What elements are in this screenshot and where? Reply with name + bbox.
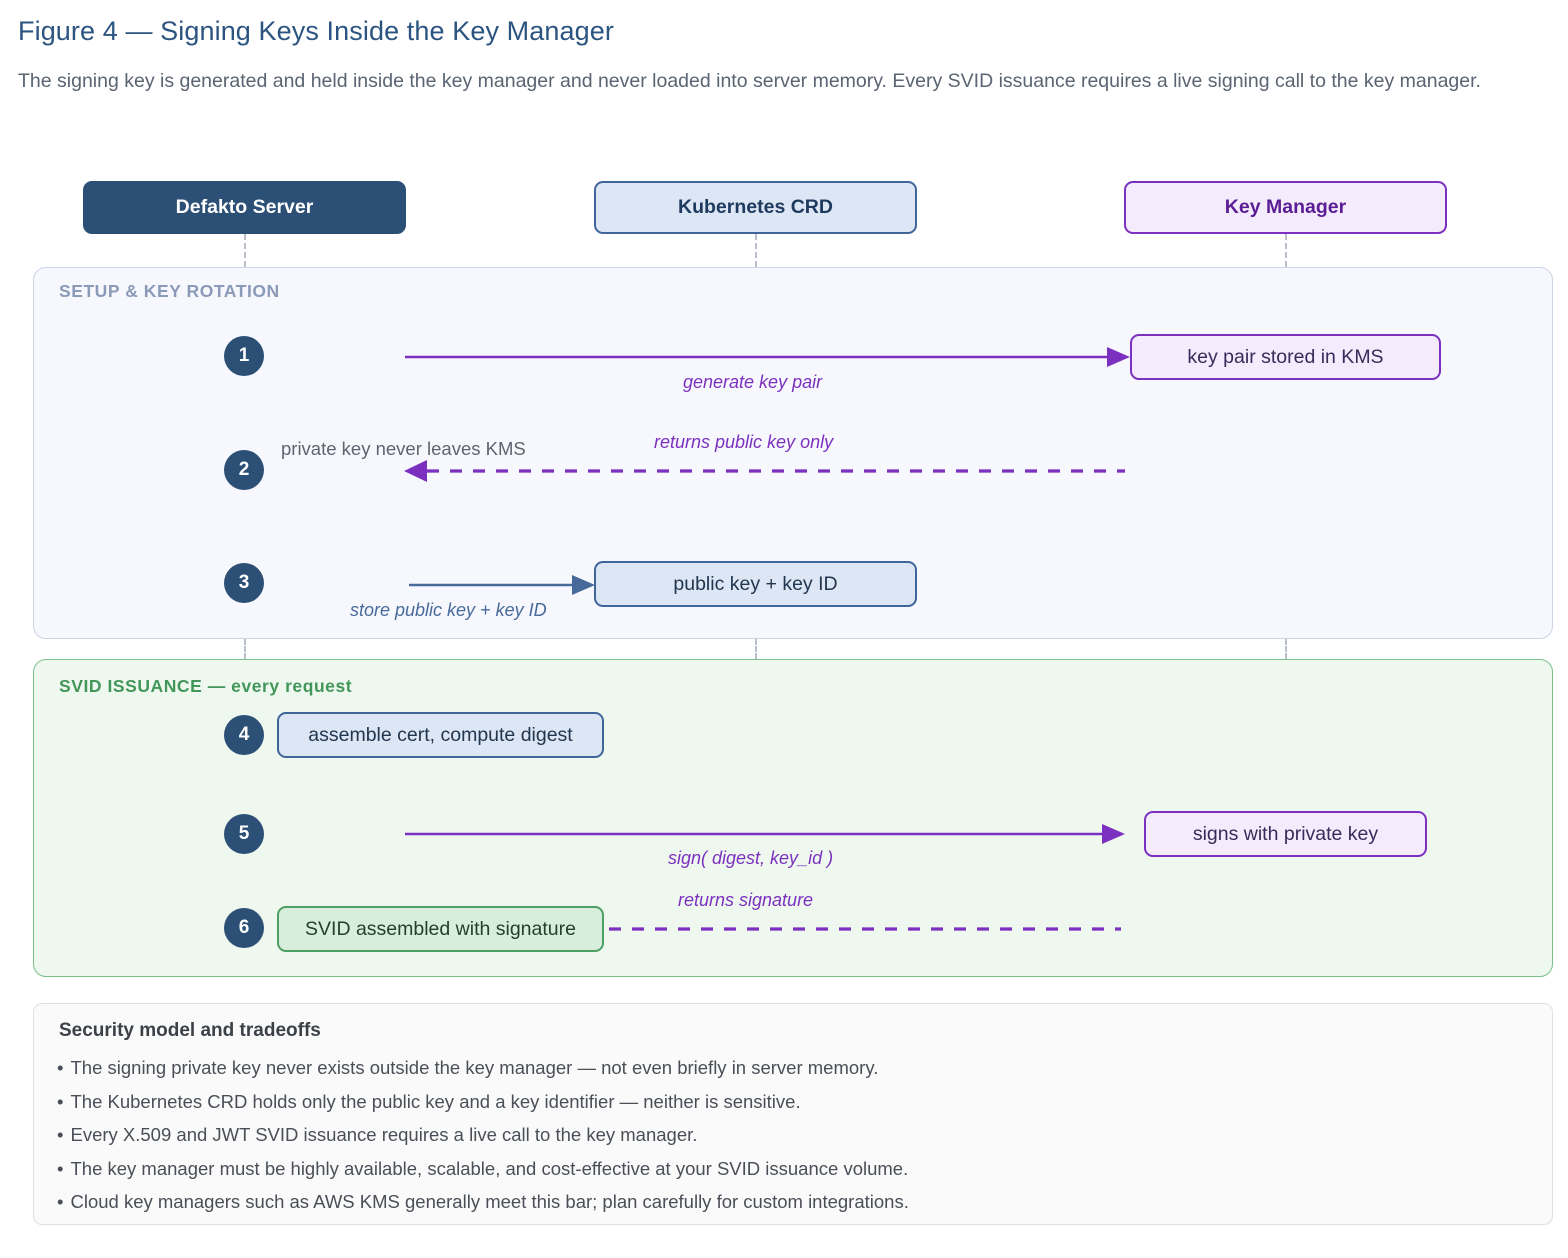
msgbox-step-1: key pair stored in KMS <box>1130 334 1441 380</box>
caption-step-5: sign( digest, key_id ) <box>668 848 834 868</box>
step-number: 6 <box>238 917 250 938</box>
bullet-icon: • <box>57 1090 64 1112</box>
step-badge-5: 5 <box>224 814 264 854</box>
step-number: 4 <box>238 724 250 745</box>
note-item: • The signing private key never exists ou… <box>57 1051 1517 1085</box>
panel-issuance-label: SVID ISSUANCE — every request <box>59 676 353 696</box>
step-badge-4: 4 <box>224 715 264 755</box>
actor-key-manager: Key Manager <box>1124 181 1447 234</box>
lifeline-crd-mid <box>755 639 757 659</box>
actor-label: Key Manager <box>1224 196 1347 218</box>
caption-step-1: generate key pair <box>683 372 823 392</box>
step-number: 2 <box>238 459 250 480</box>
arrow-step-6 <box>609 927 1121 931</box>
arrow-step-3 <box>409 575 595 595</box>
note-item: • Every X.509 and JWT SVID issuance requi… <box>57 1118 1517 1152</box>
msgbox-step-4: assemble cert, compute digest <box>277 712 604 758</box>
actor-kubernetes-crd: Kubernetes CRD <box>594 181 917 234</box>
bullet-icon: • <box>57 1124 64 1145</box>
security-note-title: Security model and tradeoffs <box>59 1020 321 1041</box>
lifeline-crd-top <box>755 234 757 267</box>
security-note-list: • The signing private key never exists ou… <box>57 1051 1517 1219</box>
actor-label: Defakto Server <box>175 196 314 218</box>
step-badge-2: 2 <box>224 450 264 490</box>
panel-setup-label: SETUP & KEY ROTATION <box>59 281 280 301</box>
bullet-icon: • <box>57 1191 64 1212</box>
arrow-step-5 <box>405 824 1125 844</box>
step-number: 3 <box>238 572 250 593</box>
security-note-box <box>33 1003 1553 1225</box>
arrow-step-1 <box>405 347 1130 367</box>
note-item-text: The Kubernetes CRD holds only the public… <box>70 1090 801 1112</box>
lifeline-kms-mid <box>1285 639 1287 659</box>
note-item: • The Kubernetes CRD holds only the publi… <box>57 1085 1517 1119</box>
sidenote-step-2: private key never leaves KMS <box>281 438 526 459</box>
msgbox-step-5: signs with private key <box>1144 811 1427 857</box>
page-title: Figure 4 — Signing Keys Inside the Key M… <box>18 16 614 46</box>
note-item-text: Every X.509 and JWT SVID issuance requir… <box>70 1124 698 1145</box>
caption-step-6: returns signature <box>678 890 814 910</box>
msgbox-step-3: public key + key ID <box>594 561 917 607</box>
lifeline-server-top <box>244 234 246 267</box>
step-badge-6: 6 <box>224 908 264 948</box>
caption-step-2: returns public key only <box>654 432 834 452</box>
step-number: 1 <box>238 345 250 366</box>
msgbox-step-6: SVID assembled with signature <box>277 906 604 952</box>
note-item-text: Cloud key managers such as AWS KMS gener… <box>70 1191 909 1212</box>
figure-caption: The signing key is generated and held in… <box>18 70 1481 92</box>
note-item-text: The signing private key never exists out… <box>70 1057 879 1078</box>
lifeline-server-mid <box>244 639 246 659</box>
step-badge-3: 3 <box>224 563 264 603</box>
bullet-icon: • <box>57 1057 64 1078</box>
actor-defakto-server: Defakto Server <box>83 181 406 234</box>
step-badge-1: 1 <box>224 336 264 376</box>
bullet-icon: • <box>57 1157 64 1179</box>
actor-label: Kubernetes CRD <box>678 196 833 218</box>
arrow-step-2 <box>404 460 1125 482</box>
step-number: 5 <box>238 823 250 844</box>
note-item: • Cloud key managers such as AWS KMS gene… <box>57 1185 1517 1219</box>
note-item: • The key manager must be highly availabl… <box>57 1152 1517 1186</box>
lifeline-kms-top <box>1285 234 1287 267</box>
note-item-text: The key manager must be highly available… <box>70 1157 909 1179</box>
caption-step-3: store public key + key ID <box>350 600 547 620</box>
